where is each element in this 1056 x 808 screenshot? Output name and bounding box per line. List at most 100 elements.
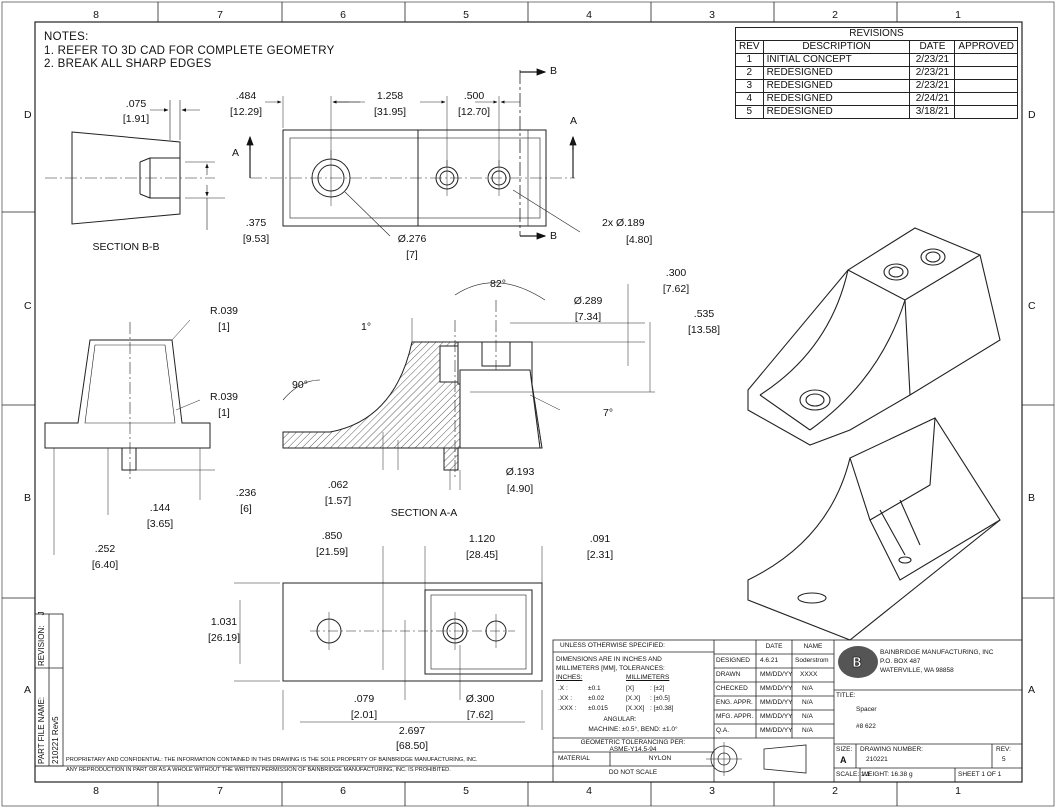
border-row-b-right: B (1028, 492, 1036, 504)
tol-cell: [X.X] (626, 695, 641, 702)
revision-value: J (37, 611, 46, 616)
section-bb-label: SECTION B-B (92, 241, 160, 253)
border-col-1-bottom: 1 (955, 785, 961, 797)
border-row-a: A (24, 684, 32, 696)
approval-role: DRAWN (716, 671, 741, 678)
spec-line: DIMENSIONS ARE IN INCHES AND (556, 656, 662, 663)
rev-cell: 3/18/21 (909, 105, 956, 119)
dim-label: [2.31] (586, 549, 614, 561)
section-aa-label: SECTION A-A (390, 507, 458, 519)
notes-title: NOTES: (44, 31, 89, 43)
rev-cell: REDESIGNED (762, 66, 911, 80)
rev-header-rev: REV (735, 40, 764, 54)
dim-label: R.039 (209, 391, 239, 403)
sheet-border (34, 21, 1023, 783)
spec-title: UNLESS OTHERWISE SPECIFIED: (560, 642, 665, 649)
rev-cell: 2/23/21 (909, 66, 956, 80)
tol-cell: ±0.02 (588, 695, 605, 702)
dim-label: Ø.193 (505, 466, 535, 478)
note-2: 2. BREAK ALL SHARP EDGES (44, 58, 212, 70)
border-col-6-bottom: 6 (340, 785, 346, 797)
top-view (246, 68, 581, 240)
border-col-7-bottom: 7 (217, 785, 223, 797)
approval-name: N/A (802, 685, 813, 692)
rev-cell (954, 79, 1018, 93)
dim-label: [7.62] (466, 709, 494, 721)
border-col-6: 6 (340, 9, 346, 21)
rev-cell: REDESIGNED (762, 79, 911, 93)
revisions-title: REVISIONS (735, 27, 1018, 41)
dim-label: [68.50] (395, 740, 429, 752)
dim-label: .535 (693, 308, 715, 320)
company-city: WATERVILLE, WA 98858 (880, 667, 954, 674)
border-col-7: 7 (217, 9, 223, 21)
rev-cell: 5 (735, 105, 764, 119)
col-name-header: NAME (803, 643, 823, 650)
isometric-view-top (747, 227, 1001, 446)
approval-role: MFG. APPR. (716, 713, 754, 720)
dim-label: .850 (321, 530, 343, 542)
tol-cell: ±0.015 (588, 705, 608, 712)
dim-label: 82° (490, 278, 506, 290)
tol-cell: .XX : (558, 695, 573, 702)
proprietary-notice-1: PROPRIETARY AND CONFIDENTIAL: THE INFORM… (66, 757, 478, 763)
approval-name: Soderstrom (795, 657, 829, 664)
company-address: P.O. BOX 487 (880, 658, 921, 665)
border-row-c-right: C (1028, 300, 1036, 312)
dim-label: Ø.300 (465, 693, 495, 705)
rev-cell: 1 (735, 53, 764, 67)
section-aa-view (282, 282, 655, 490)
section-bb-view (45, 100, 225, 230)
section-marker-b: B (550, 230, 558, 242)
rev-cell (954, 66, 1018, 80)
scale-value: SCALE: 1:1 (836, 771, 870, 778)
title-number: #8 622 (856, 723, 876, 730)
tol-cell: : [±0.38] (650, 705, 674, 712)
dim-label: Ø.276 (397, 233, 427, 245)
approval-name: N/A (802, 699, 813, 706)
dim-label: [9.53] (242, 233, 270, 245)
dim-label: .500 (463, 90, 485, 102)
approval-date: MM/DD/YY (760, 699, 793, 706)
section-marker-a: A (232, 147, 240, 159)
dim-label: [4.90] (506, 483, 534, 495)
dim-label: [26.19] (207, 632, 241, 644)
dim-label: R.039 (209, 305, 239, 317)
title-label: TITLE: (836, 692, 856, 699)
tol-cell: .X : (558, 685, 568, 692)
dim-label: [3.65] (146, 518, 174, 530)
border-row-d-right: D (1028, 109, 1036, 121)
rev-cell: REDESIGNED (762, 92, 911, 106)
dwg-value: 210221 (866, 756, 888, 763)
border-row-d: D (24, 109, 32, 121)
tol-cell: ±0.1 (588, 685, 601, 692)
section-marker-b: B (550, 65, 558, 77)
dim-label: [12.70] (457, 106, 491, 118)
border-col-3: 3 (709, 9, 715, 21)
approval-role: ENG. APPR. (716, 699, 753, 706)
border-row-a-right: A (1028, 684, 1036, 696)
dim-label: [6.40] (91, 559, 119, 571)
angular-label: ANGULAR: (603, 716, 637, 723)
dim-label: 2.697 (398, 725, 426, 737)
rev-header-date: DATE (909, 40, 956, 54)
approval-date: MM/DD/YY (760, 671, 793, 678)
material-value: NYLON (648, 755, 672, 762)
dim-label: .252 (94, 543, 116, 555)
border-col-8-bottom: 8 (93, 785, 99, 797)
approval-role: Q.A. (716, 727, 730, 734)
dim-label: [6] (240, 503, 252, 515)
approval-date: MM/DD/YY (760, 713, 793, 720)
dim-label: .300 (665, 267, 687, 279)
rev-header-approved: APPROVED (954, 40, 1018, 54)
border-col-5-bottom: 5 (463, 785, 469, 797)
dim-label: .091 (589, 533, 611, 545)
dim-label: 2x Ø.189 (602, 217, 645, 229)
isometric-view-bottom (747, 417, 1001, 641)
revision-table: REVISIONS REV DESCRIPTION DATE APPROVED … (735, 27, 1018, 119)
section-marker-a: A (570, 115, 578, 127)
